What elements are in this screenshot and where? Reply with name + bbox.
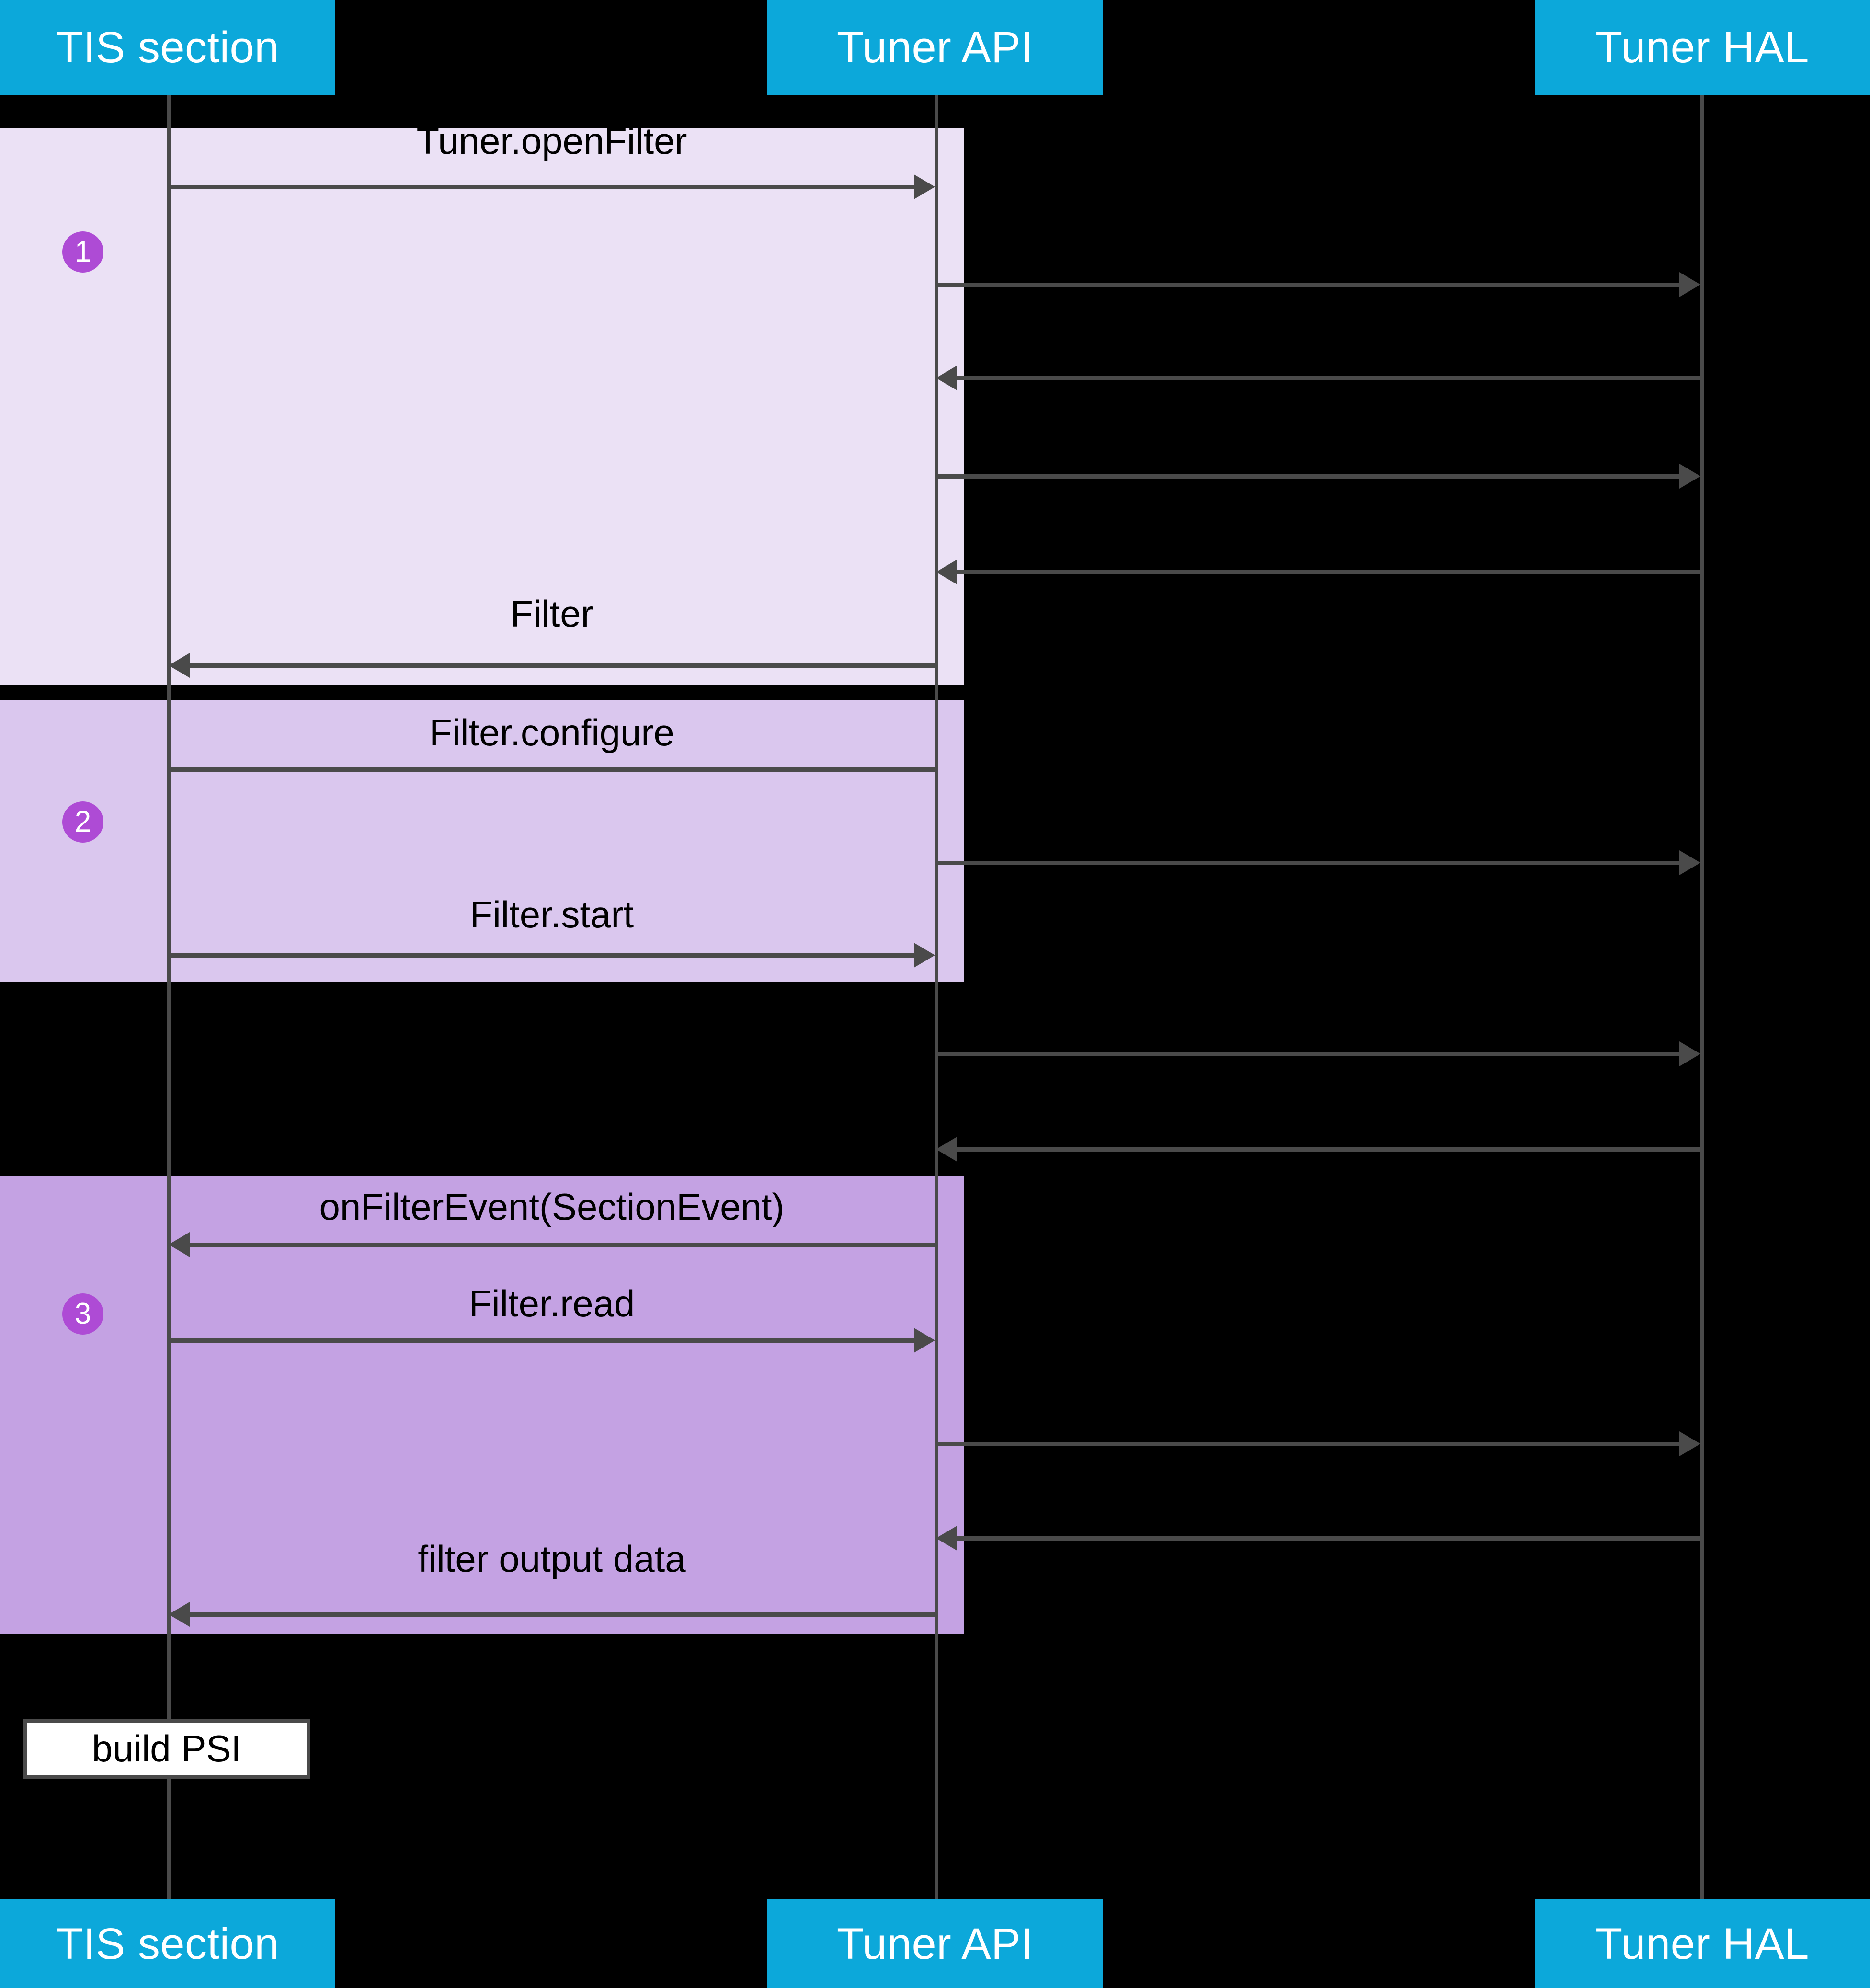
participant-label: Tuner API	[836, 1919, 1034, 1968]
hal-message-arrow-8	[936, 1442, 1681, 1446]
participant-header-tis-section: TIS section	[0, 0, 335, 95]
message-text: onFilterEvent(SectionEvent)	[319, 1186, 785, 1228]
arrowhead-left-icon	[169, 1602, 190, 1627]
message-arrow-filter-output-data	[190, 1612, 937, 1617]
arrowhead-left-icon	[169, 1232, 190, 1257]
phase-band-1	[0, 128, 964, 685]
message-text: filter output data	[418, 1538, 686, 1580]
hal-message-arrow-9	[957, 1536, 1702, 1541]
hal-message-arrow-4	[957, 570, 1702, 574]
arrowhead-right-icon	[914, 1328, 935, 1353]
message-arrow-on-filter-event	[190, 1243, 937, 1247]
note-label: build PSI	[91, 1727, 242, 1770]
arrowhead-left-icon	[936, 1526, 957, 1551]
arrowhead-left-icon	[936, 366, 957, 390]
phase-badge-2: 2	[62, 801, 103, 843]
lifeline-tuner-hal	[1700, 95, 1704, 1899]
participant-label: Tuner HAL	[1596, 23, 1809, 72]
message-label-filter-return: Filter	[169, 595, 935, 632]
message-label-tuner-open-filter: Tuner.openFilter	[169, 122, 935, 160]
phase-number: 2	[74, 805, 91, 838]
phase-band-2	[0, 700, 964, 982]
participant-label: Tuner HAL	[1596, 1919, 1809, 1968]
arrowhead-left-icon	[936, 1137, 957, 1162]
note-build-psi: build PSI	[23, 1719, 310, 1779]
message-text: Filter.start	[469, 893, 634, 936]
participant-label: TIS section	[56, 1919, 279, 1968]
arrowhead-right-icon	[1679, 850, 1700, 875]
message-arrow-tuner-open-filter	[169, 185, 916, 189]
hal-message-arrow-5	[936, 861, 1681, 865]
message-label-filter-read: Filter.read	[169, 1285, 935, 1322]
hal-message-arrow-6	[936, 1052, 1681, 1056]
participant-header-tuner-hal: Tuner HAL	[1535, 0, 1870, 95]
arrowhead-right-icon	[1679, 272, 1700, 297]
message-text: Filter.configure	[429, 711, 674, 754]
phase-band-3	[0, 1176, 964, 1634]
hal-message-arrow-7	[957, 1147, 1702, 1152]
phase-number: 1	[74, 235, 91, 268]
arrowhead-right-icon	[1679, 1041, 1700, 1066]
message-label-filter-configure: Filter.configure	[169, 714, 935, 751]
participant-header-tuner-api: Tuner API	[767, 0, 1103, 95]
message-arrow-filter-read	[169, 1338, 916, 1343]
message-arrow-filter-start	[169, 953, 916, 958]
message-label-on-filter-event: onFilterEvent(SectionEvent)	[169, 1188, 935, 1225]
hal-message-arrow-3	[936, 474, 1681, 479]
phase-badge-3: 3	[62, 1293, 103, 1335]
participant-footer-tuner-api: Tuner API	[767, 1899, 1103, 1988]
hal-message-arrow-1	[936, 283, 1681, 287]
participant-footer-tuner-hal: Tuner HAL	[1535, 1899, 1870, 1988]
message-label-filter-start: Filter.start	[169, 896, 935, 933]
message-arrow-filter-return	[190, 663, 937, 668]
phase-badge-1: 1	[62, 231, 103, 273]
arrowhead-right-icon	[1679, 1431, 1700, 1456]
phase-number: 3	[74, 1297, 91, 1330]
arrowhead-left-icon	[169, 653, 190, 678]
lifeline-tuner-api	[935, 95, 938, 1899]
message-text: Filter.read	[468, 1282, 635, 1325]
message-text: Filter	[510, 593, 593, 635]
arrowhead-right-icon	[914, 174, 935, 199]
message-label-filter-output-data: filter output data	[169, 1540, 935, 1577]
participant-label: Tuner API	[836, 23, 1034, 72]
message-text: Tuner.openFilter	[416, 120, 687, 162]
arrowhead-left-icon	[936, 560, 957, 584]
message-arrow-filter-configure	[169, 767, 937, 772]
participant-footer-tis-section: TIS section	[0, 1899, 335, 1988]
arrowhead-right-icon	[914, 943, 935, 968]
hal-message-arrow-2	[957, 376, 1702, 380]
lifeline-tis-section	[167, 95, 171, 1899]
participant-label: TIS section	[56, 23, 279, 72]
arrowhead-right-icon	[1679, 464, 1700, 489]
